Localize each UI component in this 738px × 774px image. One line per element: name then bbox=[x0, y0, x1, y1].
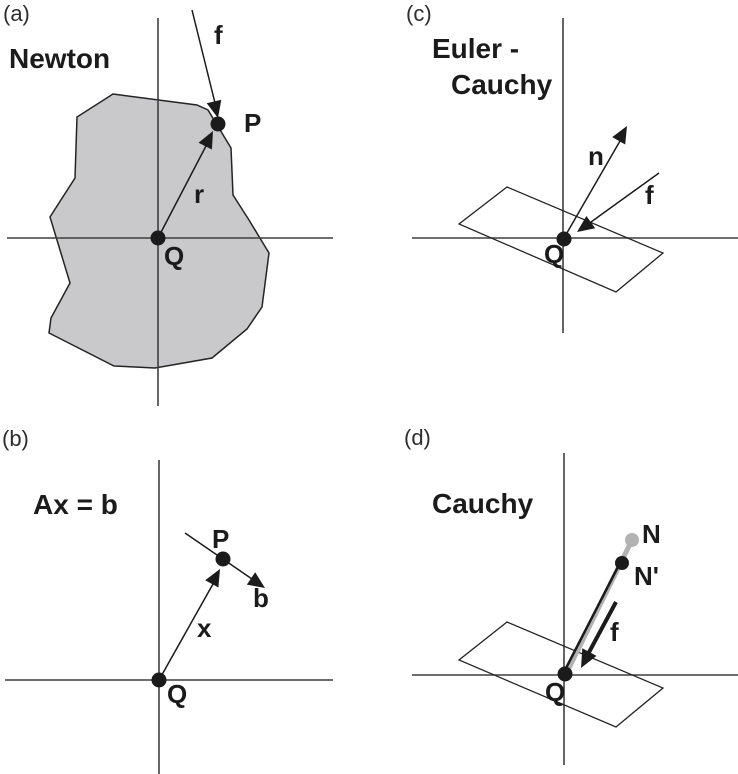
point-Q-d bbox=[557, 666, 573, 682]
label-r-a: r bbox=[194, 179, 204, 209]
point-P-b bbox=[215, 551, 231, 567]
vector-x-line-b bbox=[158, 583, 214, 681]
vector-n-line-c bbox=[563, 140, 621, 239]
panel-c: (c) Euler - Cauchy n f Q bbox=[406, 1, 738, 333]
label-N-d: N bbox=[642, 519, 661, 549]
panel-c-marker: (c) bbox=[406, 1, 432, 26]
point-P-a bbox=[210, 116, 226, 132]
label-f-d: f bbox=[610, 617, 619, 647]
panel-d: (d) Cauchy N N' f Q bbox=[404, 425, 738, 765]
label-f-a: f bbox=[214, 20, 223, 50]
panel-b-marker: (b) bbox=[2, 426, 29, 451]
point-Q-c bbox=[556, 231, 572, 247]
vector-x-arrowhead-b bbox=[205, 569, 220, 588]
label-Q-c: Q bbox=[544, 239, 564, 269]
panel-c-title-line2: Cauchy bbox=[451, 69, 553, 100]
vector-b-arrowhead-b bbox=[246, 572, 265, 588]
label-Nprime-d: N' bbox=[634, 561, 659, 591]
panel-b-title: Ax = b bbox=[33, 489, 118, 520]
label-Q-b: Q bbox=[167, 679, 187, 709]
vector-f-line-c bbox=[590, 172, 660, 223]
point-Nprime-d bbox=[615, 556, 629, 570]
label-x-b: x bbox=[197, 613, 212, 643]
rod-QNprime-black bbox=[562, 561, 622, 674]
label-f-c: f bbox=[645, 180, 654, 210]
panel-b: (b) Ax = b P b x Q bbox=[2, 426, 333, 774]
vector-f-line-d bbox=[585, 601, 618, 657]
panel-d-marker: (d) bbox=[404, 425, 431, 450]
label-P-a: P bbox=[244, 108, 261, 138]
surface-plane-d bbox=[457, 621, 665, 728]
vector-n-arrowhead-c bbox=[612, 126, 627, 145]
label-n-c: n bbox=[588, 141, 604, 171]
vector-f-arrowhead-c bbox=[577, 216, 596, 232]
label-b-b: b bbox=[253, 583, 269, 613]
label-P-b: P bbox=[212, 524, 229, 554]
panel-a-title: Newton bbox=[9, 43, 110, 74]
label-Q-a: Q bbox=[164, 241, 184, 271]
label-Q-d: Q bbox=[545, 677, 565, 707]
point-N-d bbox=[625, 533, 639, 547]
panel-a: (a) Newton f P r Q bbox=[3, 1, 333, 406]
point-Q-b bbox=[151, 672, 167, 688]
vector-f-arrowhead-d bbox=[581, 648, 597, 668]
surface-plane-c bbox=[457, 186, 665, 293]
panel-c-title-line1: Euler - bbox=[432, 33, 519, 64]
vector-r-arrowhead-a bbox=[198, 131, 213, 150]
panel-a-marker: (a) bbox=[3, 1, 30, 26]
vector-r-line-a bbox=[157, 145, 207, 239]
point-Q-a bbox=[150, 230, 166, 246]
panel-d-title: Cauchy bbox=[432, 488, 534, 519]
vector-f-arrowhead-a bbox=[206, 99, 222, 118]
vector-f-line-a bbox=[191, 9, 216, 104]
